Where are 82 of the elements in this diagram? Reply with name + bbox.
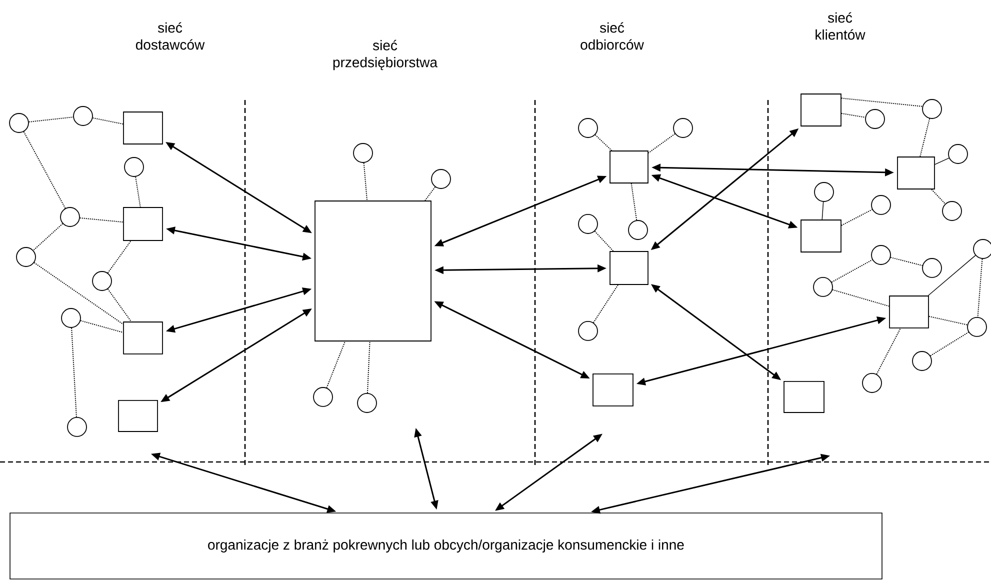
dotted-line (648, 133, 676, 154)
dotted-line (930, 332, 970, 356)
node-circle (353, 143, 373, 163)
node-circle (578, 321, 598, 341)
network-box (123, 322, 163, 354)
network-box (123, 207, 163, 241)
node-circle (124, 157, 144, 177)
node-circle (73, 106, 93, 126)
dotted-line (80, 320, 124, 333)
node-circle (628, 220, 648, 240)
network-box (800, 94, 842, 126)
dotted-line (107, 288, 132, 322)
node-circle (9, 113, 29, 133)
node-circle (948, 144, 968, 164)
node-circle (814, 182, 834, 202)
connector-line (934, 158, 950, 165)
network-box (314, 200, 432, 342)
dotted-line (32, 223, 64, 251)
network-box (889, 296, 929, 328)
dotted-line (977, 258, 983, 318)
dotted-line (424, 186, 436, 202)
node-circle (813, 277, 833, 297)
node-circle (673, 118, 693, 138)
dotted-line (326, 340, 346, 388)
node-circle (578, 214, 598, 234)
node-circle (942, 201, 962, 221)
node-circle (16, 247, 36, 267)
dotted-line (928, 316, 968, 326)
node-circle (922, 258, 942, 278)
dotted-line (92, 117, 124, 124)
dotted-line (890, 256, 923, 266)
node-circle (922, 99, 942, 119)
dotted-line (831, 259, 873, 283)
node-circle (578, 118, 598, 138)
node-circle (871, 195, 891, 215)
network-heading: sieć dostawców (136, 22, 205, 50)
node-circle (871, 245, 891, 265)
dotted-line (920, 118, 930, 158)
node-circle (862, 373, 882, 393)
dotted-line (23, 131, 66, 209)
dotted-line (840, 209, 873, 226)
dotted-line (135, 176, 141, 208)
network-heading: sieć klientów (816, 12, 866, 40)
node-circle (431, 169, 451, 189)
dotted-line (840, 98, 923, 107)
dotted-line (363, 162, 368, 202)
dotted-line (594, 230, 614, 252)
dotted-line (71, 327, 77, 418)
dotted-line (931, 188, 946, 204)
node-circle (967, 317, 987, 337)
connector-line (822, 202, 824, 220)
network-box (118, 400, 158, 432)
network-box (800, 220, 842, 252)
dotted-line (28, 116, 74, 122)
network-box (123, 112, 163, 144)
organization-box: organizacje z branż pokrewnych lub obcych/organizacje konsumenckie i inne (10, 512, 882, 580)
dotted-line (832, 289, 890, 307)
dotted-line (876, 328, 901, 375)
network-box (592, 374, 634, 406)
network-heading: sieć odbiorców (580, 22, 644, 50)
network-box (784, 381, 824, 413)
network-box (610, 150, 648, 184)
network-box (610, 251, 648, 285)
dotted-line (840, 112, 866, 118)
dotted-line (630, 182, 638, 221)
network-heading: sieć przedsiębiorstwa (333, 40, 438, 70)
node-circle (92, 271, 112, 291)
dotted-line (34, 262, 124, 325)
node-circle (67, 417, 87, 437)
dotted-line (366, 340, 370, 394)
dotted-line (107, 240, 132, 274)
dotted-line (79, 217, 124, 223)
node-circle (865, 109, 885, 129)
dotted-line (594, 134, 612, 152)
network-box (897, 156, 935, 190)
node-circle (60, 207, 80, 227)
dotted-line (592, 284, 618, 324)
node-circle (357, 393, 377, 413)
node-circle (912, 351, 932, 371)
connector-line (928, 255, 976, 296)
node-circle (61, 308, 81, 328)
node-circle (313, 387, 333, 407)
